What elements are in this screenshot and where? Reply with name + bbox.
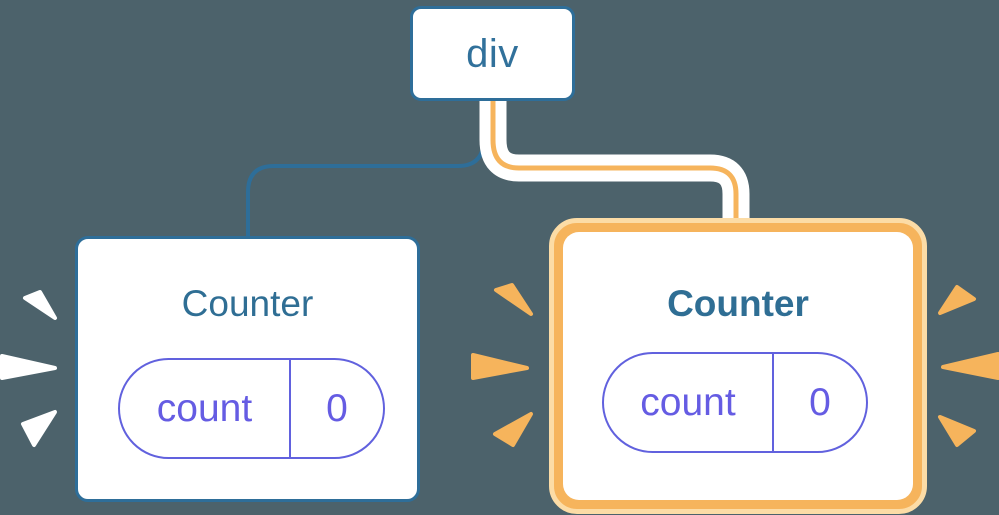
burst-icon: [23, 290, 57, 320]
burst-icon: [494, 283, 533, 316]
state-value-label: 0: [809, 381, 831, 424]
burst-icon: [938, 415, 976, 447]
counter-card-right-highlighted: Counter count 0: [549, 218, 927, 514]
connector-div-to-right-counter: [490, 98, 739, 222]
connector-div-to-left-counter: [246, 98, 486, 238]
burst-icon: [21, 410, 57, 447]
state-value-label: 0: [326, 387, 348, 430]
burst-icon: [0, 354, 57, 380]
tree-node-div: div: [410, 6, 575, 101]
connector-div-to-right-counter-outline: [479, 98, 750, 222]
state-pill: count 0: [602, 352, 868, 453]
counter-title: Counter: [667, 283, 809, 324]
div-node-label: div: [466, 31, 519, 76]
state-key-label: count: [156, 387, 253, 430]
pill-divider: [289, 360, 291, 457]
white-burst-icons: [0, 290, 57, 447]
state-pill: count 0: [118, 358, 385, 459]
state-key-label: count: [640, 381, 736, 424]
counter-card-left: Counter count 0: [75, 236, 420, 502]
burst-icon: [941, 352, 999, 380]
orange-burst-icons-left: [471, 283, 533, 447]
counter-card-right-body: Counter count 0: [563, 232, 913, 500]
burst-icon: [938, 285, 976, 315]
counter-title: Counter: [181, 283, 314, 324]
burst-icon: [471, 353, 529, 380]
orange-burst-icons-right: [938, 285, 999, 447]
burst-icon: [493, 412, 533, 447]
pill-divider: [772, 354, 774, 451]
